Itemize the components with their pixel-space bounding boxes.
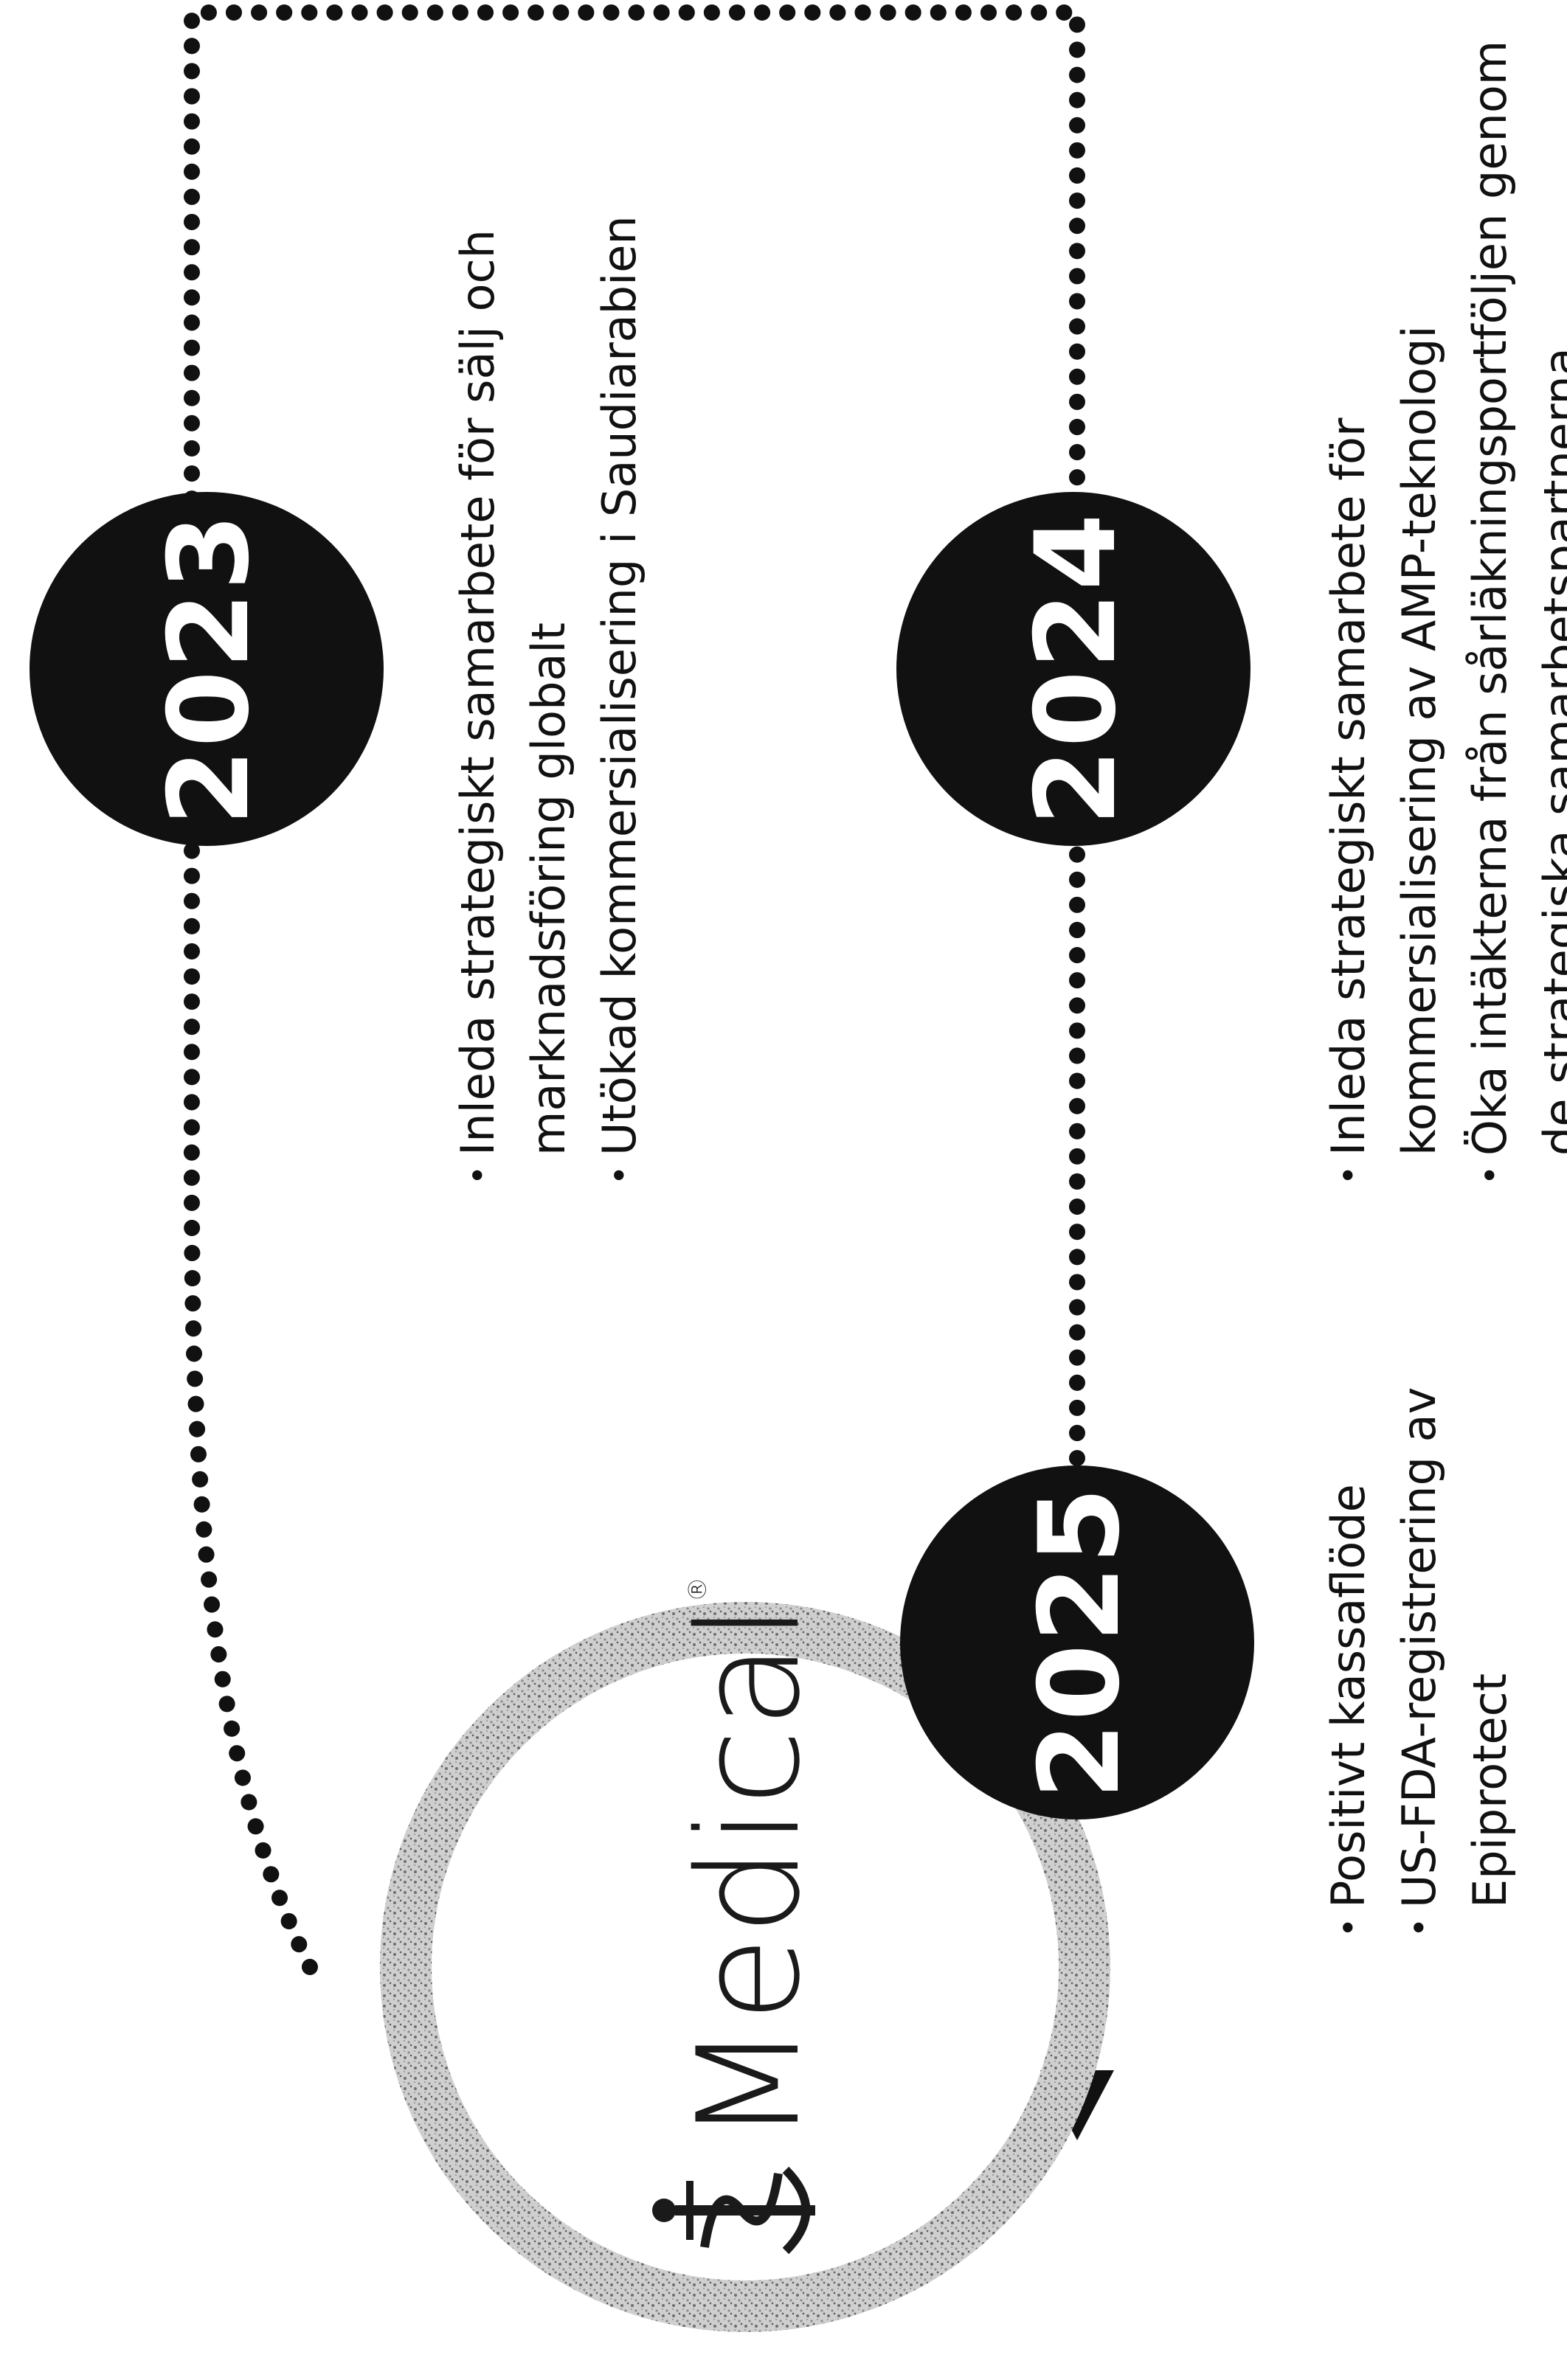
milestone-year-2024: 2024 [1012, 512, 1141, 825]
timeline-path-upper [183, 4, 1085, 2093]
logo-wordmark: Medical® [668, 1576, 831, 2144]
milestone-circle-2024 [896, 492, 1251, 846]
milestone-2025: 2025 [900, 1465, 1254, 1819]
milestone-2024: 2024 [896, 492, 1251, 846]
list-item: Positivt kassaflöde [1313, 1274, 1384, 1937]
milestone-circle-2025 [900, 1465, 1254, 1819]
milestone-year-2025: 2025 [1016, 1485, 1144, 1799]
milestone-2025-bullets: Positivt kassaflöde US-FDA-registrering … [1313, 1274, 1526, 1937]
milestone-year-2023: 2023 [145, 512, 274, 825]
list-item: Utökad kommersialisering i Saudiarabien [584, 153, 655, 1185]
caduceus-anchor-icon [652, 2166, 815, 2255]
milestone-2023: 2023 [30, 492, 384, 846]
registered-mark: ® [682, 1576, 713, 1603]
logo-ring [380, 1602, 1110, 2332]
list-item: US-FDA-registrering av Epiprotect [1384, 1274, 1526, 1937]
list-item: Öka intäkterna från sårläkningsportfölje… [1455, 5, 1567, 1185]
milestone-circle-2023 [30, 492, 384, 846]
milestone-2024-bullets: Inleda strategiskt samarbete för kommers… [1313, 5, 1567, 1185]
milestone-2023-bullets: Inleda strategiskt samarbete för sälj oc… [443, 153, 655, 1185]
list-item: Inleda strategiskt samarbete för kommers… [1313, 5, 1455, 1185]
logo-word: Medical [668, 1602, 831, 2144]
list-item: Inleda strategiskt samarbete för sälj oc… [443, 153, 584, 1185]
